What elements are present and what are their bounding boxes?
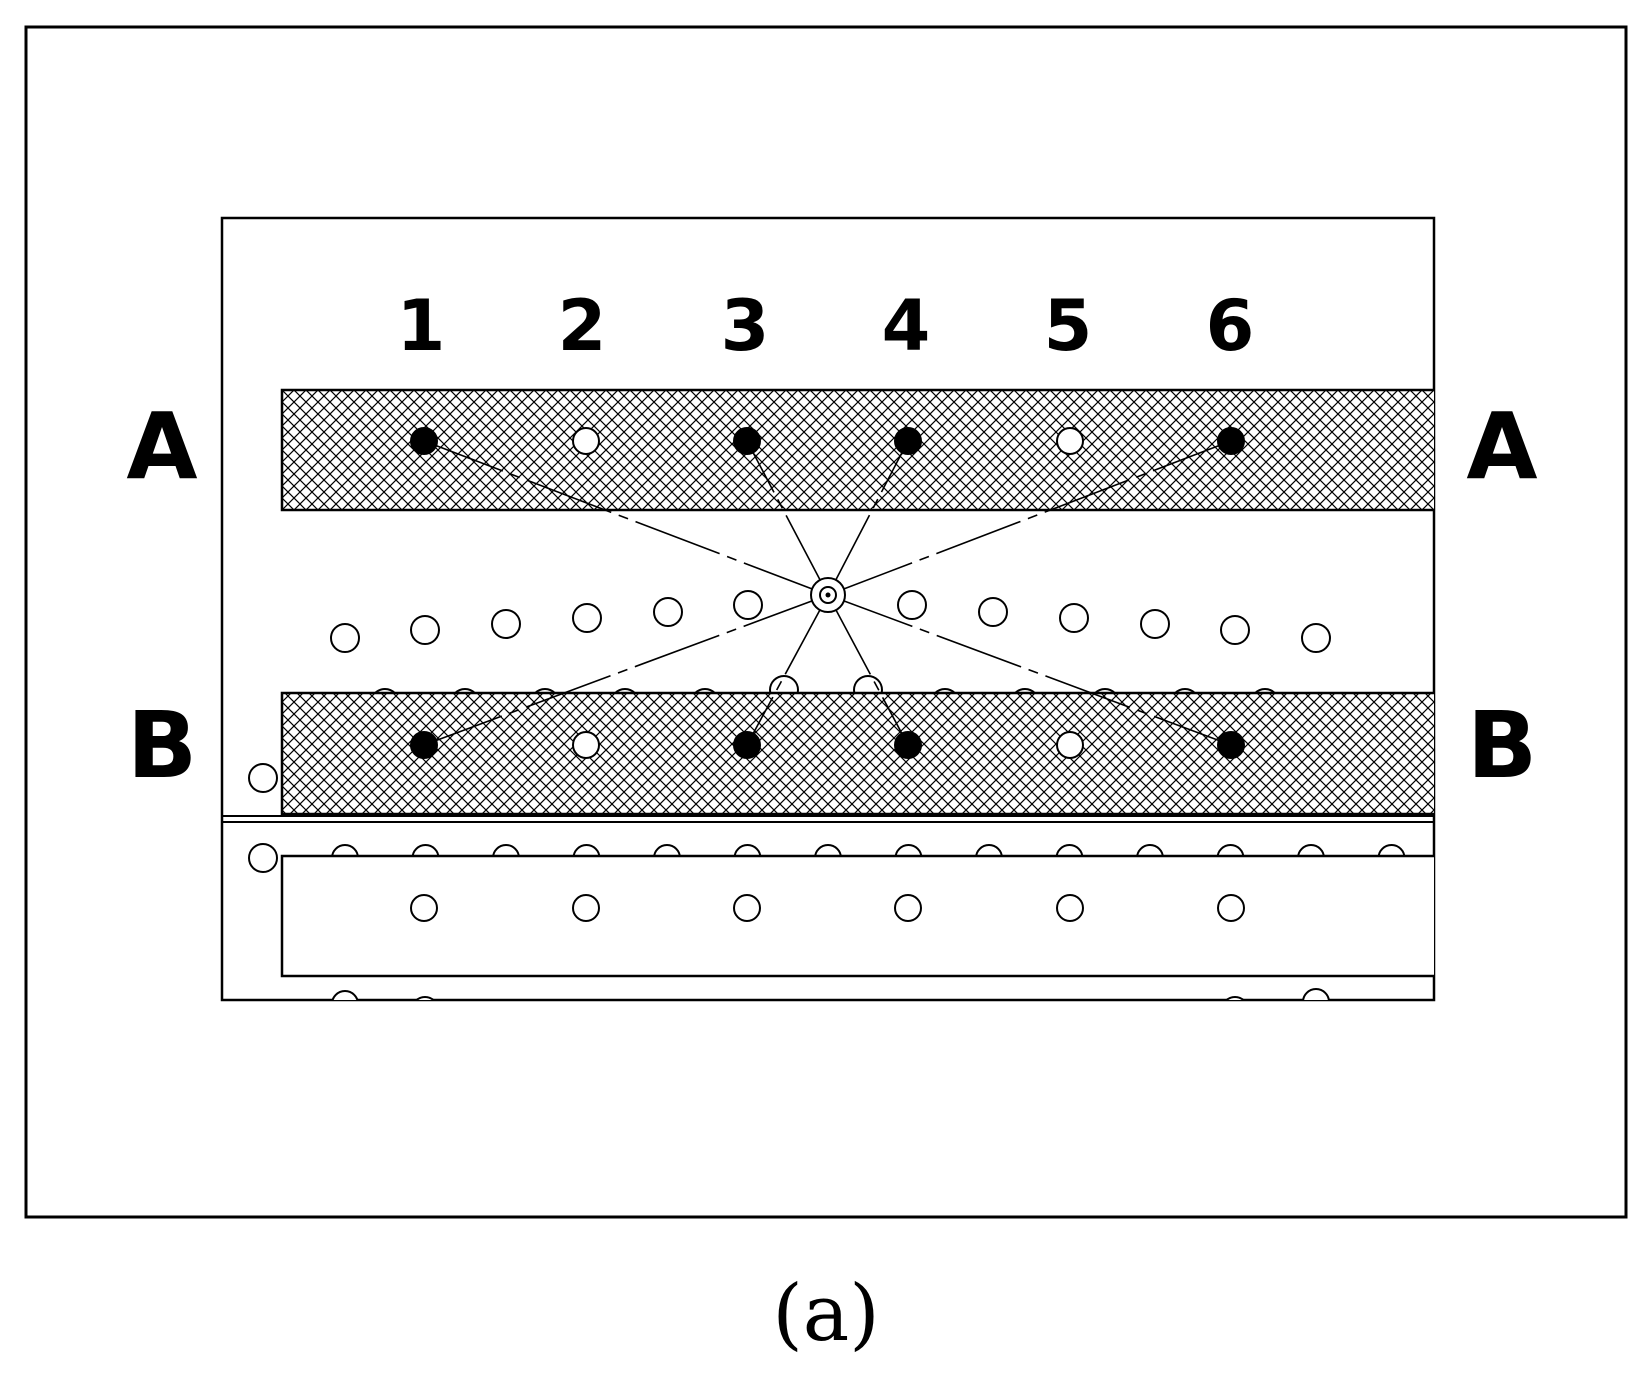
figure-caption: (a) [772, 1269, 879, 1359]
arc-circle [1059, 603, 1089, 633]
channel-circle [1217, 894, 1245, 922]
arc-circle [733, 590, 763, 620]
channel-circle [733, 894, 761, 922]
dash-dot-ray [423, 440, 829, 596]
channel-circle-row [410, 894, 1245, 922]
dash-dot-ray [827, 594, 909, 746]
arc-circle-row [330, 590, 1331, 653]
open-sensor [1056, 731, 1084, 759]
inner-frame [220, 216, 1436, 1002]
hatched-band-a [280, 388, 1434, 512]
arc-circle [410, 615, 440, 645]
sensor-row-a [410, 427, 1245, 455]
cut-circle [1302, 988, 1330, 1000]
open-sensor [572, 427, 600, 455]
cut-circle [1225, 996, 1245, 1000]
arc-circle [653, 597, 683, 627]
filled-sensor [1217, 427, 1245, 455]
channel-circle [894, 894, 922, 922]
arc-circle [1140, 609, 1170, 639]
lower-channel [280, 854, 1434, 978]
filled-sensor [894, 731, 922, 759]
column-label-2: 2 [558, 285, 607, 367]
column-label-3: 3 [721, 285, 770, 367]
row-label-a-right: A [1466, 393, 1537, 500]
arc-circle [1301, 623, 1331, 653]
filled-sensor [1217, 731, 1245, 759]
arc-circle [330, 623, 360, 653]
cut-circle [415, 996, 435, 1000]
channel-circle [1056, 894, 1084, 922]
dash-dot-ray [746, 440, 829, 596]
filled-sensor [410, 731, 438, 759]
row-label-b-left: B [127, 692, 197, 799]
sensor-row-b [410, 731, 1245, 759]
channel-circle [572, 894, 600, 922]
column-label-5: 5 [1044, 285, 1093, 367]
cut-circle-row-bottom [331, 988, 1330, 1000]
edge-circle [248, 843, 278, 873]
row-label-b-right: B [1467, 692, 1537, 799]
dash-dot-ray [746, 594, 829, 746]
open-sensor [1056, 427, 1084, 455]
row-label-a-left: A [126, 393, 197, 500]
filled-sensor [733, 427, 761, 455]
column-label-4: 4 [882, 285, 931, 367]
open-sensor [572, 731, 600, 759]
filled-sensor [733, 731, 761, 759]
column-label-1: 1 [397, 285, 446, 367]
channel-circle [410, 894, 438, 922]
dash-dot-ray [827, 440, 909, 596]
dash-dot-ray [827, 440, 1232, 596]
dash-dot-ray [423, 594, 829, 746]
source-dot [825, 592, 831, 598]
dash-dot-ray [827, 594, 1232, 746]
cut-circle [331, 990, 359, 1000]
arc-circle [978, 597, 1008, 627]
column-label-6: 6 [1206, 285, 1255, 367]
hatched-band-b [280, 691, 1434, 816]
filled-sensor [894, 427, 922, 455]
arc-circle [572, 603, 602, 633]
edge-circle [248, 763, 278, 793]
filled-sensor [410, 427, 438, 455]
outer-frame [24, 25, 1628, 1219]
arc-circle [491, 609, 521, 639]
arc-circle [1220, 615, 1250, 645]
arc-circle [897, 590, 927, 620]
dash-dot-rays [423, 440, 1232, 746]
